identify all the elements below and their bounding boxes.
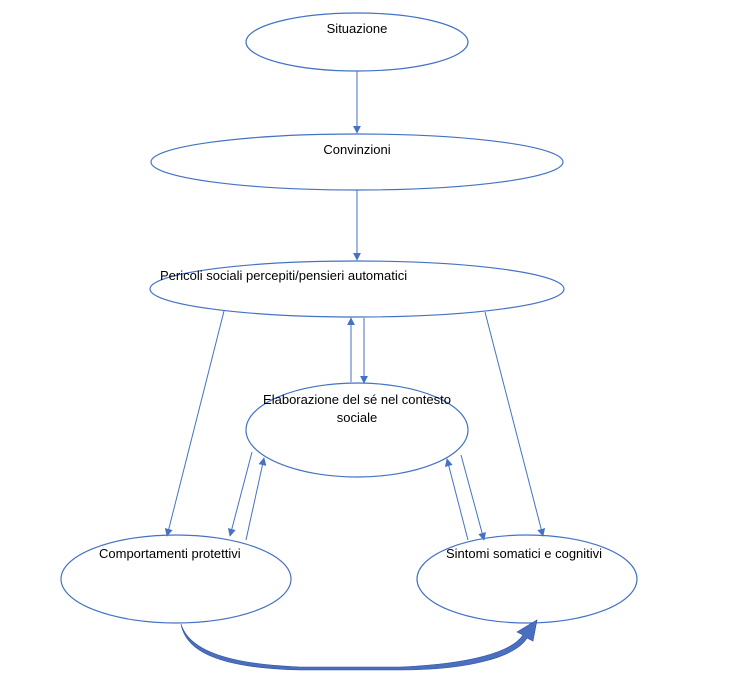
edge-pericoli-sintomi: [484, 311, 546, 537]
edge-pericoli-comportamenti: [164, 310, 225, 537]
node-elaborazione: [245, 382, 469, 478]
node-sintomi: [416, 534, 638, 624]
edge-sintomi-elaborazione: [444, 458, 469, 541]
label-situazione: Situazione: [327, 21, 388, 36]
label-elaborazione-line2: sociale: [337, 410, 377, 425]
node-comportamenti: [60, 534, 292, 624]
label-pericoli: Pericoli sociali percepiti/pensieri auto…: [160, 268, 407, 283]
edge-comportamenti-elaborazione: [245, 457, 267, 541]
curved-arrow-comportamenti-sintomi: [180, 619, 538, 671]
node-pericoli: [149, 260, 565, 318]
label-comportamenti: Comportamenti protettivi: [99, 546, 241, 561]
edge-elaborazione-comportamenti: [227, 451, 253, 537]
edge-elaborazione-sintomi: [460, 454, 486, 541]
label-convinzioni: Convinzioni: [323, 142, 390, 157]
label-sintomi: Sintomi somatici e cognitivi: [446, 546, 602, 561]
label-elaborazione-line1: Elaborazione del sé nel contesto: [263, 392, 451, 407]
